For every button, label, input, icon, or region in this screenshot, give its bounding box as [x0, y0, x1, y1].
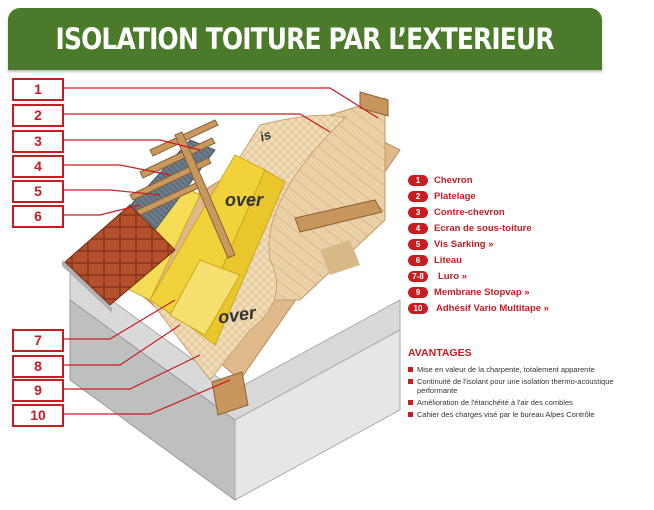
- components-legend: 1 Chevron 2 Platelage 3 Contre-chevron 4…: [408, 172, 549, 316]
- callout-7: 7: [12, 329, 64, 352]
- advantages-section: AVANTAGES Mise en valeur de la charpente…: [408, 347, 653, 422]
- bullet-icon: [408, 379, 413, 384]
- advantage-item: Continuité de l'isolant pour une isolati…: [408, 377, 653, 395]
- legend-item-vario[interactable]: 10 Adhésif Vario Multitape »: [408, 300, 549, 316]
- legend-link-luro[interactable]: Luro »: [438, 270, 468, 282]
- legend-item-liteau: 6 Liteau: [408, 252, 549, 268]
- legend-badge: 4: [408, 222, 428, 234]
- legend-link-vario[interactable]: Adhésif Vario Multitape »: [436, 302, 549, 314]
- legend-item-chevron: 1 Chevron: [408, 172, 549, 188]
- legend-label: Liteau: [434, 254, 462, 266]
- legend-badge: 5: [408, 238, 428, 250]
- legend-badge: 9: [408, 286, 428, 298]
- bullet-icon: [408, 412, 413, 417]
- advantage-item: Mise en valeur de la charpente, totaleme…: [408, 365, 653, 374]
- page-title: ISOLATION TOITURE PAR L’EXTERIEUR: [55, 22, 555, 56]
- advantage-item: Cahier des charges visé par le bureau Al…: [408, 410, 653, 419]
- bullet-icon: [408, 367, 413, 372]
- legend-item-platelage: 2 Platelage: [408, 188, 549, 204]
- brand-mark-1: over: [225, 190, 264, 210]
- title-banner: ISOLATION TOITURE PAR L’EXTERIEUR: [8, 8, 602, 70]
- callout-1: 1: [12, 78, 64, 101]
- callout-10: 10: [12, 404, 64, 427]
- legend-link-stopvap[interactable]: Membrane Stopvap »: [434, 286, 530, 298]
- bullet-icon: [408, 400, 413, 405]
- chevron-beam: [211, 91, 389, 416]
- callout-5: 5: [12, 180, 64, 203]
- legend-item-luro[interactable]: 7-8 Luro »: [408, 268, 549, 284]
- advantage-text: Cahier des charges visé par le bureau Al…: [417, 410, 595, 419]
- callout-8: 8: [12, 355, 64, 378]
- legend-badge: 7-8: [408, 270, 428, 282]
- legend-label: Platelage: [434, 190, 476, 202]
- callout-6: 6: [12, 205, 64, 228]
- callout-9: 9: [12, 379, 64, 402]
- roof-tiles: [64, 204, 176, 306]
- legend-badge: 10: [408, 302, 428, 314]
- advantage-text: Mise en valeur de la charpente, totaleme…: [417, 365, 595, 374]
- legend-badge: 1: [408, 174, 428, 186]
- advantage-text: Amélioration de l'étanchéité à l'air des…: [417, 398, 573, 407]
- gutter: [62, 260, 112, 313]
- advantages-title: AVANTAGES: [408, 347, 472, 359]
- legend-badge: 2: [408, 190, 428, 202]
- legend-item-ecran: 4 Ecran de sous-toiture: [408, 220, 549, 236]
- callout-2: 2: [12, 104, 64, 127]
- legend-label: Ecran de sous-toiture: [434, 222, 532, 234]
- legend-item-stopvap[interactable]: 9 Membrane Stopvap »: [408, 284, 549, 300]
- legend-label: Chevron: [434, 174, 473, 186]
- legend-label: Contre-chevron: [434, 206, 505, 218]
- callout-3: 3: [12, 130, 64, 153]
- legend-badge: 6: [408, 254, 428, 266]
- legend-badge: 3: [408, 206, 428, 218]
- callout-4: 4: [12, 155, 64, 178]
- legend-item-vis-sarking[interactable]: 5 Vis Sarking »: [408, 236, 549, 252]
- advantage-item: Amélioration de l'étanchéité à l'air des…: [408, 398, 653, 407]
- legend-link-vis-sarking[interactable]: Vis Sarking »: [434, 238, 494, 250]
- advantage-text: Continuité de l'isolant pour une isolati…: [417, 377, 614, 395]
- legend-item-contre-chevron: 3 Contre-chevron: [408, 204, 549, 220]
